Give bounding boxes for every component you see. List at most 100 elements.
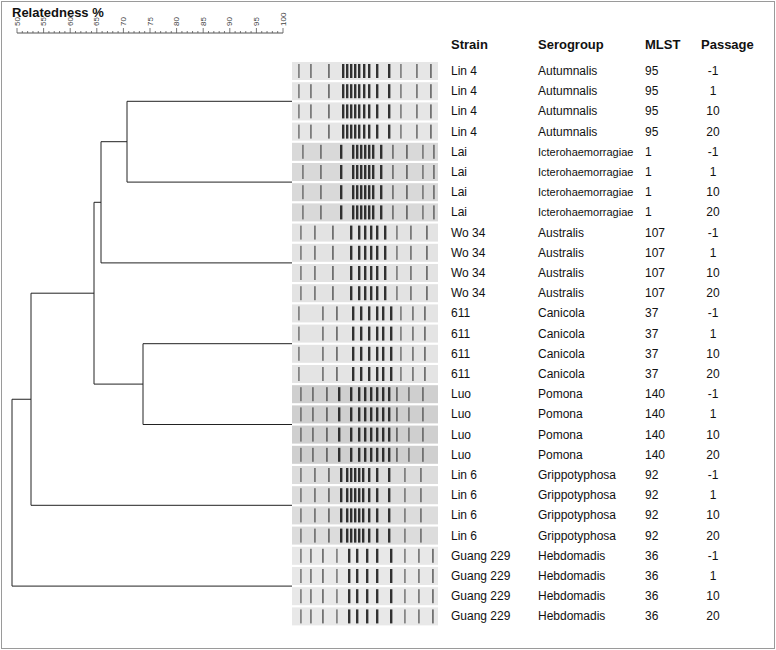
gel-band — [418, 569, 420, 583]
gel-band — [350, 286, 352, 300]
lane-ground — [292, 264, 438, 282]
gel-lane — [292, 446, 438, 464]
gel-band — [346, 104, 348, 118]
gel-band — [340, 468, 342, 482]
gel-band — [408, 407, 410, 421]
gel-band — [300, 387, 302, 401]
table-cell: -1 — [708, 468, 719, 482]
gel-band — [314, 226, 316, 240]
table-cell: 36 — [645, 609, 658, 623]
gel-band — [338, 407, 340, 421]
gel-band — [336, 609, 338, 623]
table-cell: 20 — [706, 448, 719, 462]
gel-band — [363, 84, 365, 98]
gel-band — [356, 205, 358, 219]
axis-tick — [134, 31, 135, 33]
axis-tick — [43, 28, 44, 33]
table-cell: 10 — [706, 347, 719, 361]
gel-band — [314, 286, 316, 300]
lane-ground — [292, 82, 438, 100]
table-cell: 10 — [706, 266, 719, 280]
gel-band — [328, 468, 330, 482]
gel-band — [360, 347, 362, 361]
axis-tick — [86, 31, 87, 33]
lane-ground — [292, 365, 438, 383]
gel-band — [354, 84, 356, 98]
table-cell: Hebdomadis — [538, 589, 605, 603]
gel-band — [422, 145, 424, 159]
gel-band — [376, 589, 378, 603]
table-cell: Grippotyphosa — [538, 508, 616, 522]
gel-band — [360, 145, 362, 159]
gel-band — [356, 549, 358, 563]
gel-band — [346, 529, 348, 543]
lane-ground — [292, 587, 438, 605]
gel-band — [432, 569, 434, 583]
gel-band — [370, 428, 372, 442]
gel-band — [396, 246, 398, 260]
gel-band — [358, 266, 360, 280]
axis-tick-label: 80 — [172, 17, 181, 26]
gel-band — [392, 145, 394, 159]
table-cell: Lin 4 — [451, 64, 477, 78]
gel-band — [346, 508, 348, 522]
dendrogram-branch — [143, 424, 292, 425]
table-cell: 140 — [645, 387, 665, 401]
gel-band — [356, 609, 358, 623]
lane-ground — [292, 325, 438, 343]
axis-tick — [240, 31, 241, 33]
gel-band — [352, 145, 354, 159]
gel-band — [346, 64, 348, 78]
axis-tick — [208, 31, 209, 33]
gel-band — [338, 448, 340, 462]
axis-tick — [203, 28, 204, 33]
gel-band — [350, 508, 352, 522]
table-cell: 1 — [710, 407, 717, 421]
gel-band — [372, 205, 374, 219]
gel-band — [412, 367, 414, 381]
gel-band — [356, 589, 358, 603]
table-cell: Lin 4 — [451, 125, 477, 139]
gel-band — [358, 226, 360, 240]
table-cell: 107 — [645, 266, 665, 280]
dendrogram-branch — [12, 399, 13, 586]
gel-band — [354, 64, 356, 78]
gel-band — [363, 125, 365, 139]
gel-band — [338, 428, 340, 442]
table-cell: Wo 34 — [451, 286, 485, 300]
axis-tick — [107, 31, 108, 33]
gel-band — [396, 448, 398, 462]
gel-band — [358, 508, 360, 522]
axis-tick — [118, 31, 119, 33]
gel-band — [368, 104, 370, 118]
table-cell: -1 — [708, 549, 719, 563]
axis-title: Relatedness % — [12, 6, 104, 20]
gel-band — [300, 226, 302, 240]
axis-tick — [197, 31, 198, 33]
table-cell: Wo 34 — [451, 266, 485, 280]
table-cell: Pomona — [538, 448, 583, 462]
dendrogram-branch — [143, 343, 292, 344]
axis-tick — [229, 28, 230, 33]
gel-band — [390, 306, 392, 320]
table-cell: Guang 229 — [451, 549, 510, 563]
gel-band — [376, 327, 378, 341]
gel-band — [370, 226, 372, 240]
gel-lane — [292, 587, 438, 605]
gel-band — [362, 508, 364, 522]
gel-band — [388, 125, 390, 139]
lane-ground — [292, 506, 438, 524]
gel-band — [404, 569, 406, 583]
column-header: Serogroup — [538, 38, 604, 52]
axis-tick-label: 50 — [13, 17, 22, 26]
gel-band — [298, 367, 300, 381]
gel-band — [372, 165, 374, 179]
gel-band — [380, 145, 382, 159]
gel-band — [388, 529, 390, 543]
gel-band — [346, 488, 348, 502]
gel-band — [420, 529, 422, 543]
gel-band — [328, 104, 330, 118]
gel-band — [364, 205, 366, 219]
table-cell: -1 — [708, 306, 719, 320]
